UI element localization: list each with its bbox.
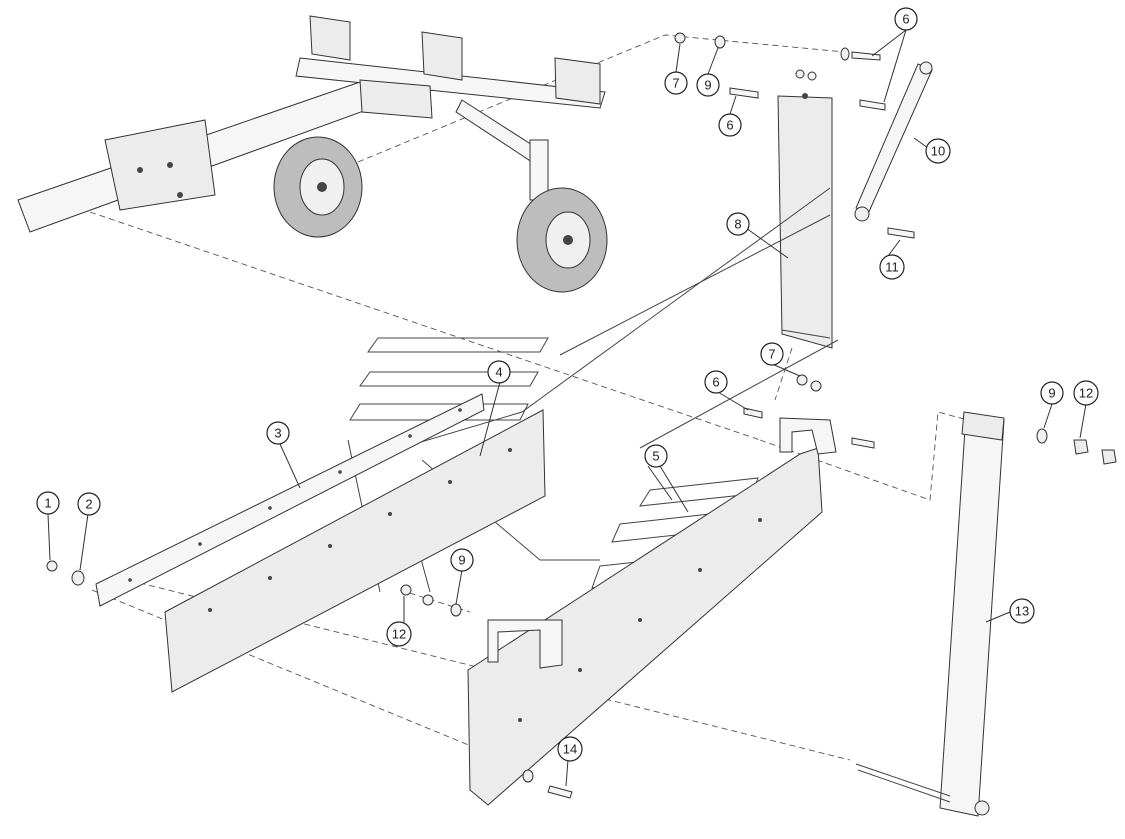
svg-text:9: 9 [704,78,711,93]
callout-6-middle: 6 [718,113,742,137]
callout-8: 8 [726,212,750,236]
strip-part-3 [95,393,485,607]
leader-lines [47,29,1087,787]
svg-text:6: 6 [902,12,909,27]
svg-text:4: 4 [495,365,502,380]
svg-text:11: 11 [885,260,899,275]
callout-4: 4 [487,360,511,384]
callout-7-middle: 7 [760,342,784,366]
callout-10: 10 [925,138,951,164]
callout-12-middle: 12 [386,621,412,647]
svg-text:14: 14 [563,742,577,757]
link-rod-part-10 [854,61,933,222]
callout-2: 2 [77,492,101,516]
svg-text:2: 2 [85,497,92,512]
svg-text:12: 12 [1079,386,1093,401]
svg-text:6: 6 [726,118,733,133]
callout-12-right: 12 [1073,380,1099,406]
hardware [46,32,1117,799]
chassis-frame [17,15,608,293]
callout-9-middle: 9 [450,548,474,572]
callout-9-right: 9 [1040,381,1064,405]
panel-part-4 [164,409,546,693]
svg-text:5: 5 [652,449,659,464]
svg-text:1: 1 [44,496,51,511]
callout-6-top: 6 [894,7,918,31]
svg-text:7: 7 [768,347,775,362]
panel-part-5 [467,417,837,806]
svg-text:9: 9 [458,553,465,568]
svg-text:6: 6 [712,375,719,390]
callout-1: 1 [36,491,60,515]
svg-text:10: 10 [931,144,945,159]
callout-6-lower: 6 [704,370,728,394]
callout-5: 5 [644,444,668,468]
svg-text:8: 8 [734,217,741,232]
callout-7-top: 7 [664,71,688,95]
callout-3: 3 [266,421,290,445]
post-part-13 [855,411,1005,817]
vertical-bracket-part-8 [777,93,833,349]
svg-text:9: 9 [1048,386,1055,401]
callout-14: 14 [557,736,583,762]
callout-13: 13 [1009,598,1035,624]
svg-text:7: 7 [672,76,679,91]
svg-text:3: 3 [274,426,281,441]
svg-text:12: 12 [392,627,406,642]
svg-text:13: 13 [1015,604,1029,619]
callout-11: 11 [879,254,905,280]
callout-9-top: 9 [696,73,720,97]
